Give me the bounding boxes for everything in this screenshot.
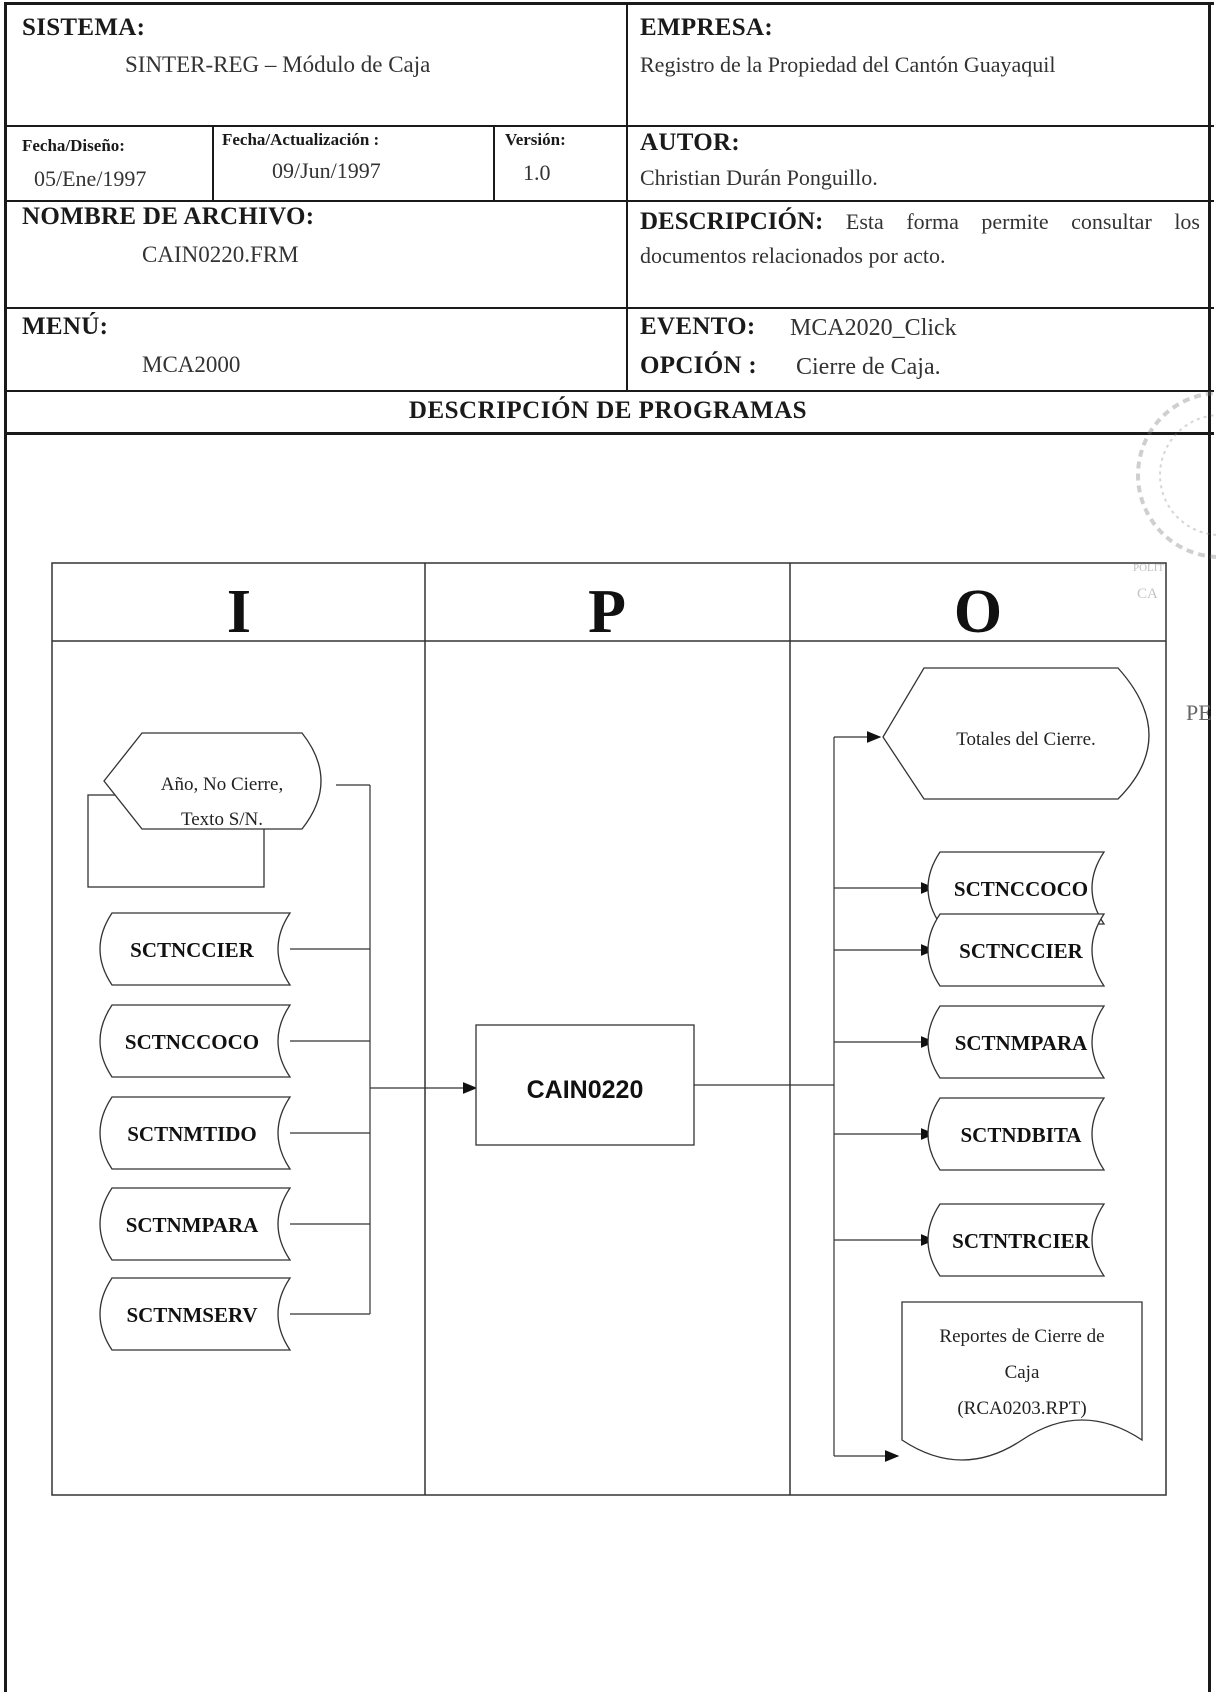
version-label: Versión: <box>505 130 566 149</box>
input-display-shape: Año, No Cierre, Texto S/N. <box>87 732 322 888</box>
stamp-fragment-1: POLIT <box>1133 562 1164 574</box>
date-divider-1 <box>212 125 214 202</box>
menu-label: MENÚ: <box>22 313 109 340</box>
ipo-frame <box>51 562 1167 1496</box>
opcion-label: OPCIÓN : <box>640 352 757 379</box>
process-box: CAIN0220 <box>475 1024 695 1146</box>
empresa-value: Registro de la Propiedad del Cantón Guay… <box>640 52 1056 77</box>
stamp-fragment-2: CA <box>1137 586 1158 602</box>
stamp-fragment-3: PE <box>1186 700 1212 725</box>
row-line-2 <box>4 200 1214 202</box>
descripcion-value: Esta forma permite consultar los documen… <box>640 209 1200 268</box>
output-display-shape: Totales del Cierre. <box>882 667 1150 800</box>
input-file-1: SCTNCCIER <box>99 912 292 986</box>
output-file-1-label: SCTNCCOCO <box>954 877 1088 901</box>
fecha-diseno-label: Fecha/Diseño: <box>22 136 125 155</box>
row-line-4 <box>4 390 1214 392</box>
column-header-input: I <box>227 578 251 646</box>
sistema-value: SINTER-REG – Módulo de Caja <box>125 52 431 77</box>
center-divider <box>626 2 628 392</box>
output-report-shape: Reportes de Cierre de Caja (RCA0203.RPT) <box>901 1301 1143 1461</box>
column-header-process: P <box>588 578 626 646</box>
fecha-actualizacion-value: 09/Jun/1997 <box>272 158 381 183</box>
input-display-line-2: Texto S/N. <box>181 809 263 830</box>
input-file-5: SCTNMSERV <box>99 1277 292 1351</box>
input-file-1-label: SCTNCCIER <box>130 938 255 962</box>
output-file-5-label: SCTNTRCIER <box>952 1229 1091 1253</box>
evento-label: EVENTO: <box>640 313 756 340</box>
descripcion-label: DESCRIPCIÓN: <box>640 208 824 235</box>
sistema-label: SISTEMA: <box>22 14 146 41</box>
input-file-4: SCTNMPARA <box>99 1187 292 1261</box>
row-line-3 <box>4 307 1214 309</box>
input-file-2-label: SCTNCCOCO <box>125 1030 259 1054</box>
output-file-2: SCTNCCIER <box>927 913 1106 987</box>
input-display-line-1: Año, No Cierre, <box>161 774 283 795</box>
archivo-label: NOMBRE DE ARCHIVO: <box>22 203 315 230</box>
output-file-2-label: SCTNCCIER <box>959 939 1084 963</box>
empresa-label: EMPRESA: <box>640 14 773 41</box>
outer-border-top <box>4 2 1214 5</box>
autor-value: Christian Durán Ponguillo. <box>640 165 878 190</box>
outer-border-right <box>1208 2 1211 1692</box>
input-file-3-label: SCTNMTIDO <box>127 1122 257 1146</box>
date-divider-2 <box>493 125 495 202</box>
output-file-3: SCTNMPARA <box>927 1005 1106 1079</box>
section-title: DESCRIPCIÓN DE PROGRAMAS <box>408 397 808 424</box>
input-connectors <box>290 784 478 1315</box>
row-line-1 <box>4 125 1214 127</box>
version-value: 1.0 <box>523 160 551 185</box>
output-file-3-label: SCTNMPARA <box>955 1031 1088 1055</box>
menu-value: MCA2000 <box>142 352 241 377</box>
output-report-line-2: Caja <box>1005 1362 1040 1383</box>
output-file-5: SCTNTRCIER <box>927 1203 1106 1277</box>
autor-label: AUTOR: <box>640 129 740 156</box>
column-header-output: O <box>954 578 1002 646</box>
opcion-value: Cierre de Caja. <box>796 354 941 380</box>
outer-border-left <box>4 2 7 1692</box>
process-label: CAIN0220 <box>527 1076 644 1104</box>
output-connectors <box>694 731 936 1462</box>
input-file-3: SCTNMTIDO <box>99 1096 292 1170</box>
output-display-label: Totales del Cierre. <box>956 729 1096 750</box>
fecha-diseno-value: 05/Ene/1997 <box>34 166 147 191</box>
input-file-5-label: SCTNMSERV <box>126 1303 257 1327</box>
fecha-actualizacion-label: Fecha/Actualización : <box>222 130 380 149</box>
evento-value: MCA2020_Click <box>790 315 957 341</box>
descripcion-block: DESCRIPCIÓN: Esta forma permite consulta… <box>640 205 1200 273</box>
output-file-4: SCTNDBITA <box>927 1097 1106 1171</box>
input-file-2: SCTNCCOCO <box>99 1004 292 1078</box>
input-file-4-label: SCTNMPARA <box>126 1213 259 1237</box>
row-line-5 <box>4 432 1214 435</box>
output-file-4-label: SCTNDBITA <box>961 1123 1083 1147</box>
output-report-line-1: Reportes de Cierre de <box>939 1326 1104 1347</box>
institution-stamp: POLIT CA <box>1133 391 1216 602</box>
archivo-value: CAIN0220.FRM <box>142 242 299 267</box>
output-file-1: SCTNCCOCO <box>927 851 1106 925</box>
output-report-line-3: (RCA0203.RPT) <box>957 1398 1086 1419</box>
